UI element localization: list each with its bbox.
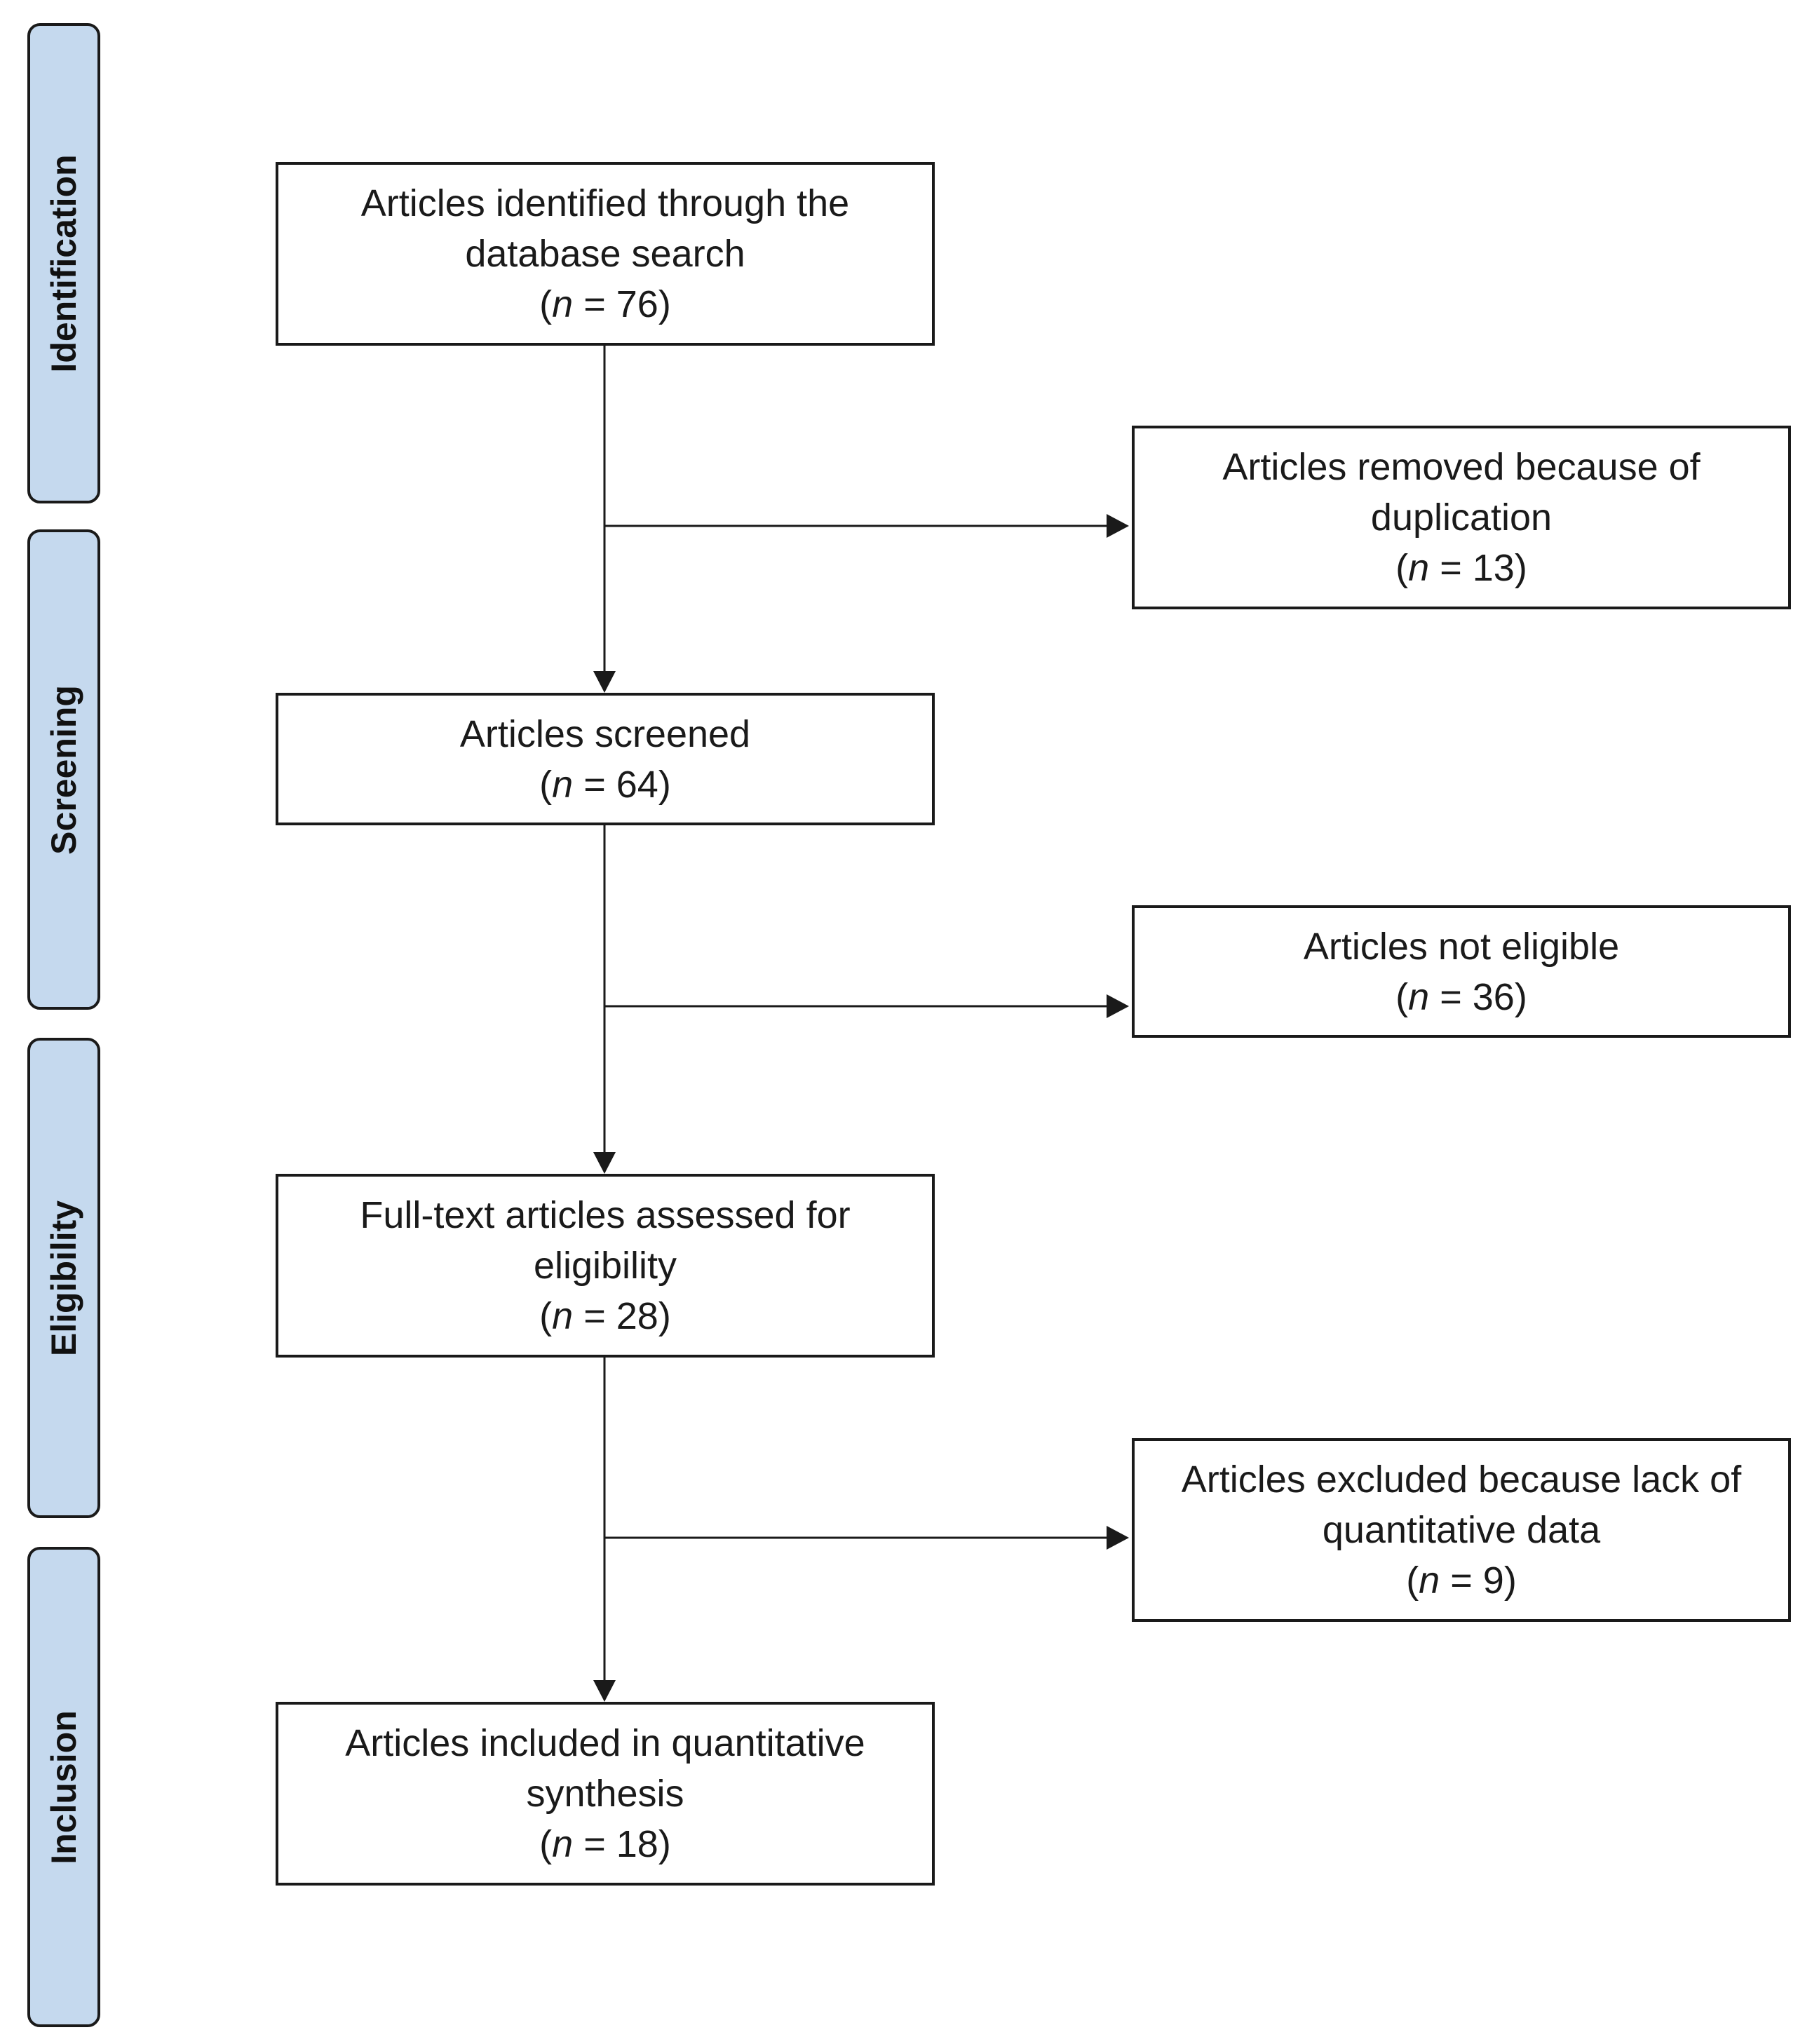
arrowhead-duplicates-removed (1107, 514, 1129, 538)
box-included: Articles included in quantitative synthe… (276, 1702, 935, 1886)
box-fulltext-assessed: Full-text articles assessed for eligibil… (276, 1174, 935, 1358)
arrowhead-not-eligible (1107, 994, 1129, 1018)
box-screened-count: (n = 64) (539, 763, 671, 806)
box-duplicates-removed-text: Articles removed because of duplication (1222, 446, 1701, 539)
arrowhead-excluded (1107, 1526, 1129, 1550)
box-screened-text: Articles screened (459, 712, 751, 755)
phase-eligibility: Eligibility (27, 1038, 100, 1518)
arrowhead-included (593, 1680, 616, 1702)
box-fulltext-assessed-count: (n = 28) (539, 1295, 671, 1337)
box-included-count: (n = 18) (539, 1823, 671, 1865)
phase-identification: Identification (27, 23, 100, 503)
phase-inclusion: Inclusion (27, 1547, 100, 2027)
box-identified-text: Articles identified through the database… (360, 182, 850, 275)
box-excluded-no-quant-count: (n = 9) (1406, 1559, 1517, 1602)
box-fulltext-assessed-text: Full-text articles assessed for eligibil… (360, 1194, 851, 1287)
box-not-eligible-text: Articles not eligible (1303, 925, 1620, 968)
arrowhead-fulltext (593, 1152, 616, 1174)
box-duplicates-removed-count: (n = 13) (1395, 547, 1527, 589)
arrowhead-screened (593, 671, 616, 693)
phase-screening: Screening (27, 529, 100, 1010)
box-excluded-no-quant: Articles excluded because lack of quanti… (1132, 1438, 1791, 1622)
box-not-eligible: Articles not eligible (n = 36) (1132, 905, 1791, 1038)
box-not-eligible-count: (n = 36) (1395, 975, 1527, 1018)
box-duplicates-removed: Articles removed because of duplication … (1132, 426, 1791, 609)
box-screened: Articles screened (n = 64) (276, 693, 935, 825)
box-identified-count: (n = 76) (539, 283, 671, 325)
box-included-text: Articles included in quantitative synthe… (345, 1722, 865, 1815)
box-excluded-no-quant-text: Articles excluded because lack of quanti… (1181, 1458, 1742, 1551)
box-identified: Articles identified through the database… (276, 162, 935, 346)
